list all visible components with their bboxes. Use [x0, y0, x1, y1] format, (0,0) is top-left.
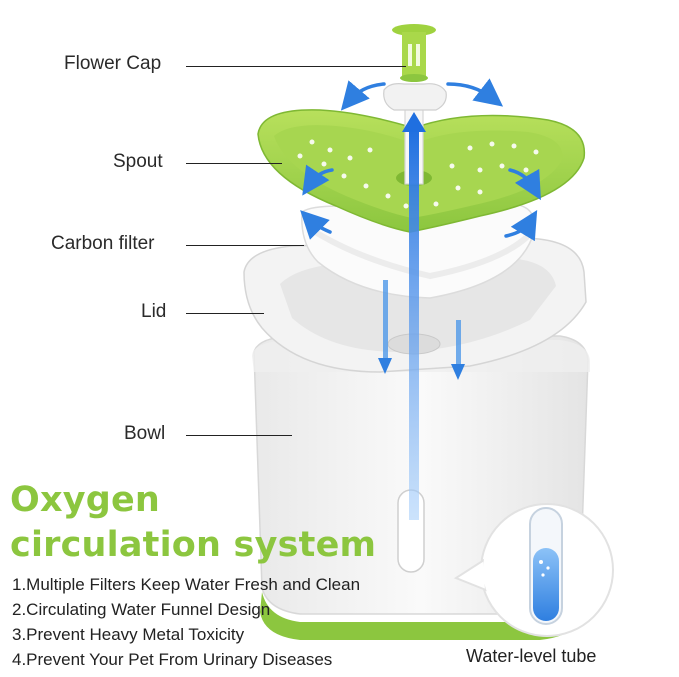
label-water-level-tube: Water-level tube — [466, 646, 596, 667]
label-bowl: Bowl — [124, 423, 165, 445]
headline-line-2: circulation system — [10, 523, 376, 568]
feature-item: 3.Prevent Heavy Metal Toxicity — [12, 622, 360, 647]
leader-spout — [186, 163, 282, 164]
leader-carbon-filter — [186, 245, 304, 246]
label-flower-cap: Flower Cap — [64, 53, 161, 75]
feature-item: 4.Prevent Your Pet From Urinary Diseases — [12, 647, 360, 672]
label-spout: Spout — [113, 151, 163, 173]
feature-item: 2.Circulating Water Funnel Design — [12, 597, 360, 622]
flower-cap — [384, 24, 447, 110]
feature-list: 1.Multiple Filters Keep Water Fresh and … — [12, 572, 360, 672]
leader-lid — [186, 313, 264, 314]
label-lid: Lid — [141, 301, 166, 323]
leader-bowl — [186, 435, 292, 436]
feature-item: 1.Multiple Filters Keep Water Fresh and … — [12, 572, 360, 597]
headline-line-1: Oxygen — [10, 478, 376, 523]
leader-flower-cap — [186, 66, 406, 67]
label-carbon-filter: Carbon filter — [51, 233, 155, 255]
headline: Oxygen circulation system — [10, 478, 376, 568]
